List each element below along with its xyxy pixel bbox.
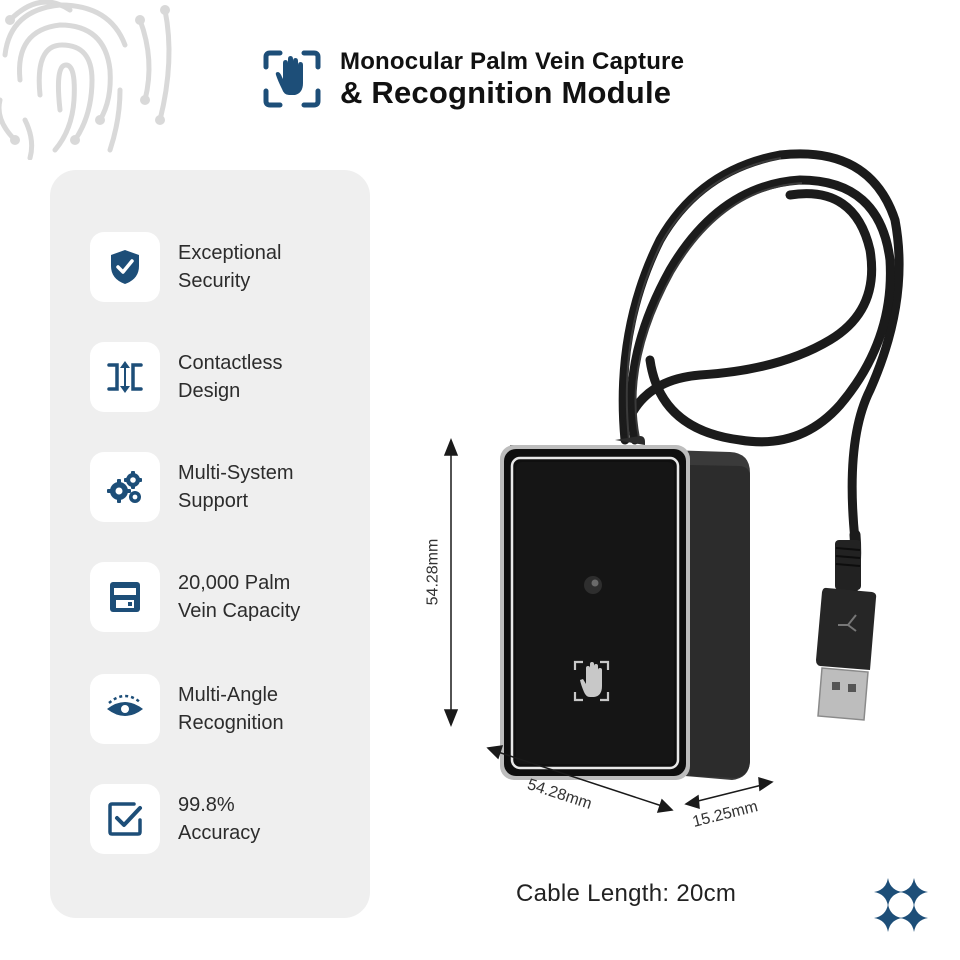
fingerprint-decoration [0, 0, 172, 160]
page-header: Monocular Palm Vein Capture & Recognitio… [262, 48, 684, 110]
cable-length-text: Cable Length: 20cm [516, 880, 737, 907]
feature-line-2: Support [178, 490, 249, 512]
feature-multi-system: Multi-System Support [90, 452, 294, 522]
contactless-icon [90, 342, 160, 412]
feature-security: Exceptional Security [90, 232, 281, 302]
feature-line-1: 99.8% [178, 794, 235, 816]
feature-capacity: 20,000 Palm Vein Capacity [90, 562, 300, 632]
feature-line-1: Multi-Angle [178, 684, 279, 706]
feature-line-1: Multi-System [178, 462, 294, 484]
feature-label: Exceptional Security [178, 239, 281, 295]
feature-line-2: Vein Capacity [178, 600, 301, 622]
feature-line-2: Recognition [178, 712, 284, 734]
palm-vein-module-illustration [443, 149, 904, 813]
feature-panel: Exceptional Security Contactless Design … [50, 170, 370, 918]
title-line-1: Monocular Palm Vein Capture [340, 48, 685, 75]
height-dimension-label: 54.28mm [424, 538, 442, 606]
checkbox-icon [90, 784, 160, 854]
feature-label: Multi-System Support [178, 459, 294, 515]
shield-check-icon [90, 232, 160, 302]
feature-label: 99.8% Accuracy [178, 791, 260, 847]
feature-line-2: Design [178, 380, 241, 402]
palm-scan-icon [263, 50, 321, 108]
eye-angle-icon [90, 674, 160, 744]
sparkle-icon [874, 878, 928, 932]
title-line-2: & Recognition Module [340, 75, 672, 110]
feature-accuracy: 99.8% Accuracy [90, 784, 260, 854]
gears-icon [90, 452, 160, 522]
feature-line-1: Exceptional [178, 242, 282, 264]
feature-line-1: 20,000 Palm [178, 572, 291, 594]
feature-contactless: Contactless Design [90, 342, 283, 412]
feature-label: Contactless Design [178, 349, 283, 405]
feature-label: 20,000 Palm Vein Capacity [178, 569, 300, 625]
feature-label: Multi-Angle Recognition [178, 681, 284, 737]
title-block: Monocular Palm Vein Capture & Recognitio… [340, 48, 684, 110]
feature-line-1: Contactless [178, 352, 283, 374]
feature-line-2: Accuracy [178, 822, 261, 844]
storage-icon [90, 562, 160, 632]
feature-multi-angle: Multi-Angle Recognition [90, 674, 284, 744]
feature-line-2: Security [178, 270, 251, 292]
